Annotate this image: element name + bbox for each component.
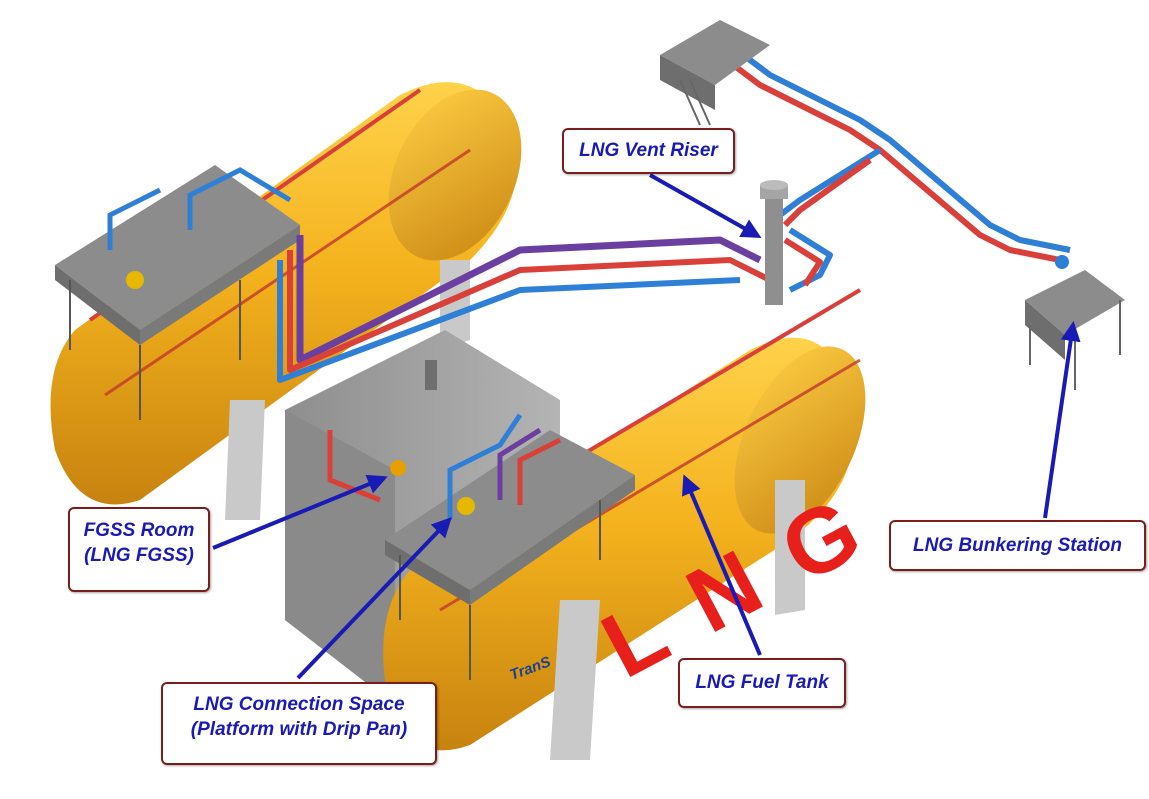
callout-fgss-room-line2: (LNG FGSS) (84, 545, 194, 566)
front-lng-tank (383, 288, 866, 760)
callout-lng-vent-riser-text: LNG Vent Riser (579, 140, 718, 161)
vent-riser (760, 180, 788, 305)
arrow-connection-space (296, 517, 452, 680)
arrow-vent-riser (649, 173, 762, 238)
callout-fgss-room-line1: FGSS Room (83, 520, 195, 541)
callout-lng-bunkering-station-text: LNG Bunkering Station (913, 535, 1122, 556)
callout-lng-fuel-tank: LNG Fuel Tank (678, 658, 846, 708)
callout-fgss-room: FGSS Room (LNG FGSS) (68, 507, 210, 592)
bunkering-platform-top (660, 20, 770, 126)
callout-lng-connection-space-line2: (Platform with Drip Pan) (190, 719, 408, 740)
callout-lng-connection-space: LNG Connection Space (Platform with Drip… (161, 682, 437, 765)
arrow-fuel-tank (682, 474, 762, 656)
piping-run-top (277, 27, 1071, 383)
callout-lng-fuel-tank-text: LNG Fuel Tank (695, 672, 829, 693)
callout-lng-connection-space-line1: LNG Connection Space (193, 694, 405, 715)
callout-lng-vent-riser: LNG Vent Riser (562, 128, 735, 174)
back-lng-tank (50, 82, 522, 520)
callout-arrows (212, 173, 1081, 680)
connection-space-platform (327, 413, 635, 680)
bunkering-platform-right (1025, 255, 1125, 390)
arrow-bunkering-station (1043, 321, 1081, 519)
fgss-platform-back (55, 165, 300, 420)
arrow-fgss-room (212, 474, 388, 550)
callout-lng-bunkering-station: LNG Bunkering Station (889, 520, 1146, 571)
